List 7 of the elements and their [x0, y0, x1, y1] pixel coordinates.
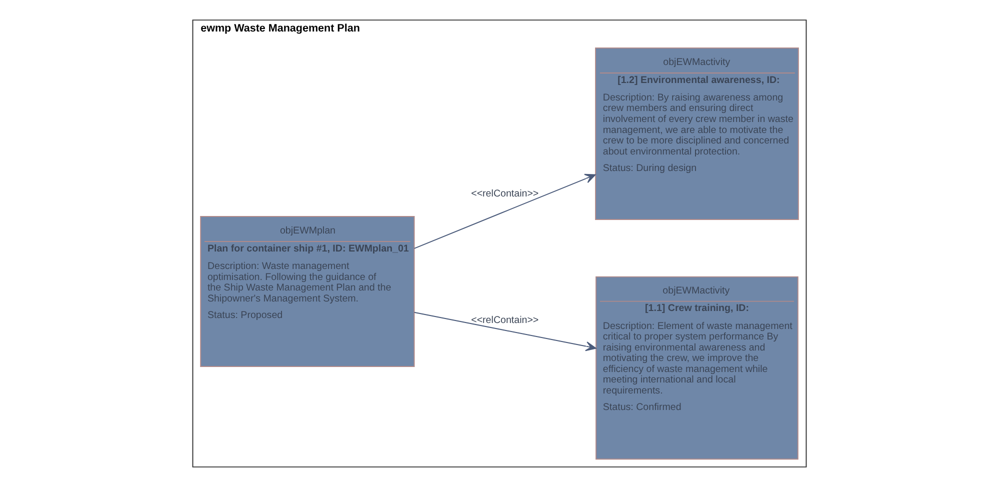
node-box: objEWMactivity [1.2] Environmental awareness, ID: Description: By raising awareness among crew members and ensuring direct involvement of every crew member in waste management, we are able to motivate the crew to be more disciplined and concerned about environmental protection. Status: During design: [594, 48, 798, 220]
edge-label: <<relContain>>: [470, 188, 538, 200]
arrow: [413, 174, 596, 249]
arrow: [413, 312, 596, 352]
edge-label: <<relContain>>: [470, 314, 538, 326]
node-box: objEWMactivity [1.1] Crew training, ID: Description: Element of waste management critical to proper system performance By raising environmental awareness and motivating the crew, we improve the efficiency of waste management while meeting international and local requirements. Status: Confirmed: [595, 276, 798, 460]
node-box: objEWMplan Plan for container ship #1, ID: EWMplan_01 Description: Waste management optimisation. Following the guidance of the Ship Waste Management Plan and the Shipowner's Management System. Status: Proposed: [200, 216, 414, 367]
